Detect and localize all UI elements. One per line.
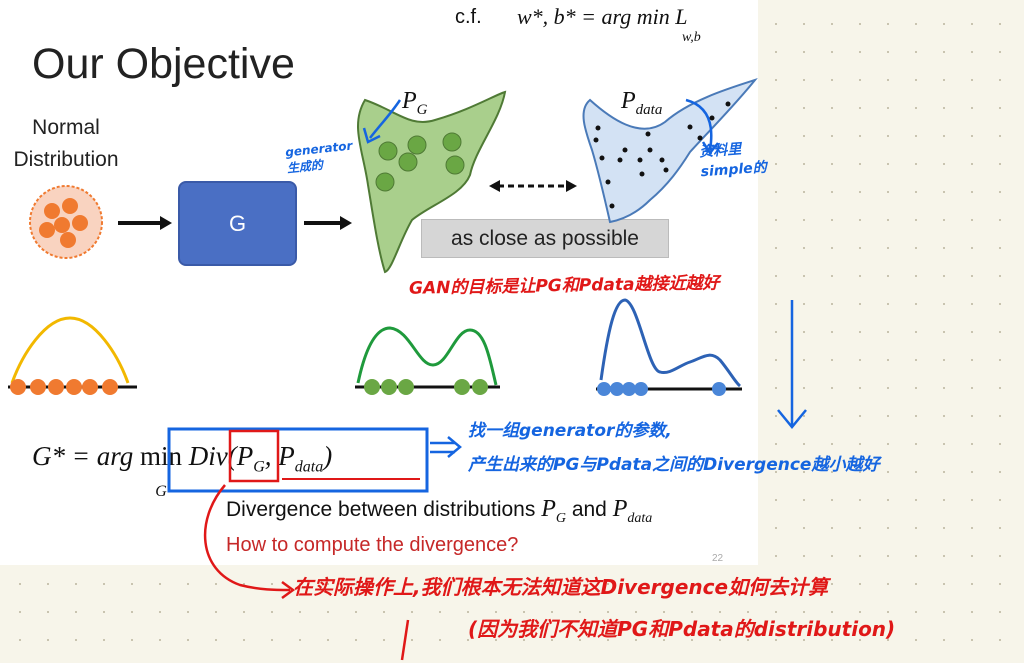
objective-formula: G* = arg min G Div(PG, Pdata): [32, 441, 333, 500]
generator-box: G: [178, 181, 297, 266]
pg-shape: [357, 90, 507, 274]
blue-data-arrow-icon: [685, 98, 719, 156]
blue-curved-arrow-icon: [362, 99, 402, 144]
cf-equation: w*, b* = arg min L: [517, 4, 688, 29]
pdata-shape: [582, 78, 758, 224]
normal-distribution-icon: [29, 185, 103, 259]
blue-down-arrow-icon: [777, 300, 807, 429]
normal-line-2: Distribution: [13, 148, 119, 171]
arrow-to-generator-icon: [118, 216, 172, 230]
cf-subscript: w,b: [682, 30, 701, 45]
cf-label: c.f.: [455, 6, 482, 28]
dotted-double-arrow-icon: [489, 180, 577, 192]
normal-line-1: Normal: [32, 116, 100, 139]
normal-distribution-label: Normal Distribution: [0, 112, 132, 176]
pg-curve: [355, 326, 500, 395]
divergence-description: Divergence between distributions PG and …: [226, 496, 653, 526]
red-explanation-line-2: (因为我们不知道PG和Pdata的distribution): [468, 617, 896, 641]
pg-label: PG: [402, 88, 428, 118]
red-curved-arrow-icon: [203, 484, 410, 661]
blue-double-arrow-icon: [430, 436, 462, 458]
page-number: 22: [712, 553, 724, 564]
formula-highlight-box: [167, 427, 429, 493]
how-to-compute: How to compute the divergence?: [226, 534, 519, 556]
red-explanation-line-1: 在实际操作上,我们根本无法知道这Divergence如何去计算: [293, 575, 829, 599]
normal-curve: [8, 316, 137, 395]
pdata-label: Pdata: [621, 88, 663, 118]
blue-explanation-note: 找一组generator的参数, 产生出来的PG与Pdata之间的Diverge…: [468, 421, 880, 475]
pdata-curve: [596, 298, 742, 396]
slide: c.f. w*, b* = arg min L w,b Our Objectiv…: [0, 0, 758, 565]
page-title: Our Objective: [32, 40, 295, 88]
as-close-label: as close as possible: [421, 219, 669, 258]
data-note: 资料里 simple的: [698, 141, 768, 181]
arrow-from-generator-icon: [304, 216, 352, 230]
